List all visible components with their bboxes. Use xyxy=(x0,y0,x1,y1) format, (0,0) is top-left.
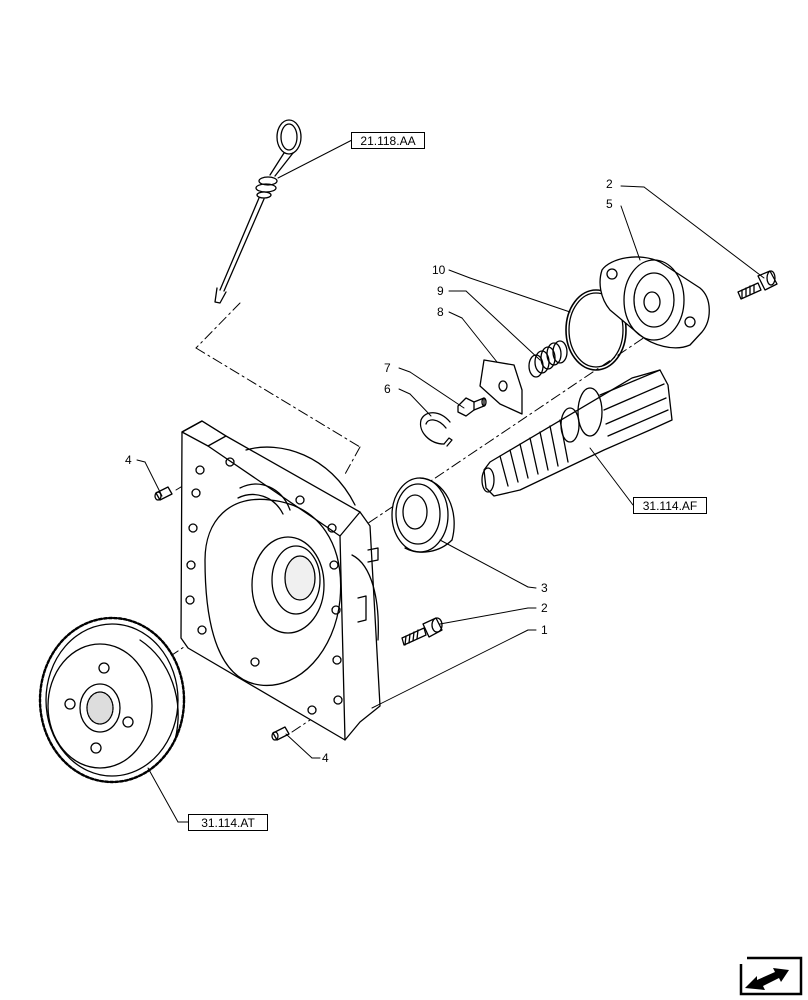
leader-lines xyxy=(136,139,765,823)
ref-label-dipstick[interactable]: 21.118.AA xyxy=(351,132,425,149)
callout-3: 3 xyxy=(541,581,548,595)
o-ring xyxy=(565,289,627,371)
callout-8: 8 xyxy=(437,305,444,319)
next-page-arrow-icon[interactable] xyxy=(737,956,803,996)
dowel-pin-bottom xyxy=(271,726,290,741)
dowel-pin-top xyxy=(154,486,173,501)
ref-label-shaft[interactable]: 31.114.AF xyxy=(633,497,707,514)
callout-7: 7 xyxy=(384,361,391,375)
callout-4-top: 4 xyxy=(125,453,132,467)
spring xyxy=(528,340,568,378)
plate xyxy=(479,359,523,415)
housing xyxy=(180,420,381,741)
bolt-middle xyxy=(401,617,443,646)
cover xyxy=(599,256,710,349)
snap-ring xyxy=(419,412,453,447)
callout-1: 1 xyxy=(541,623,548,637)
callout-10: 10 xyxy=(432,263,446,277)
callout-2-top: 2 xyxy=(606,177,613,191)
callout-5: 5 xyxy=(606,197,613,211)
callout-2-middle: 2 xyxy=(541,601,548,615)
callout-9: 9 xyxy=(437,284,444,298)
dipstick xyxy=(214,119,302,304)
plug-screw xyxy=(457,397,487,417)
callout-4-bottom: 4 xyxy=(322,751,329,765)
gear xyxy=(38,616,186,784)
bolt-top xyxy=(737,270,778,300)
callout-6: 6 xyxy=(384,382,391,396)
pto-shaft xyxy=(481,369,673,497)
ref-label-gear[interactable]: 31.114.AT xyxy=(188,814,268,831)
oil-seal xyxy=(391,477,455,553)
